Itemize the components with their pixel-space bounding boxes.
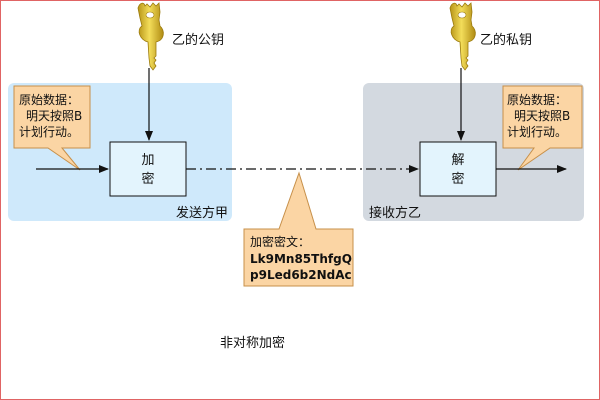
sender-note-line-3: 计划行动。 xyxy=(19,125,79,139)
receiver-region-label: 接收方乙 xyxy=(369,205,421,221)
ciphertext-line-2: p9Led6b2NdAc xyxy=(250,268,352,282)
sender-note-callout xyxy=(13,85,91,171)
ciphertext-line-1: Lk9Mn85ThfgQ xyxy=(250,252,352,266)
sender-note-line-2-text: 明天按照B xyxy=(26,109,82,123)
encrypt-box-label-1: 加 xyxy=(141,153,154,168)
ciphertext-callout xyxy=(243,171,354,287)
encrypt-box-label-2: 密 xyxy=(141,171,154,187)
sender-note-line-2: 明天按照B xyxy=(26,109,82,123)
ciphertext-title: 加密密文： xyxy=(250,234,310,249)
sender-note-line-1: 原始数据： xyxy=(19,92,79,107)
public-key-label: 乙的公钥 xyxy=(172,32,224,48)
receiver-note-callout xyxy=(502,85,583,171)
public-key-icon xyxy=(137,2,164,71)
diagram-caption: 非对称加密 xyxy=(220,335,285,351)
private-key-icon xyxy=(449,2,476,71)
decrypt-box-label-2: 密 xyxy=(451,171,464,187)
encrypt-box xyxy=(109,141,187,197)
decrypt-box xyxy=(419,141,497,197)
sender-region-label: 发送方甲 xyxy=(176,205,228,221)
receiver-note-line-1: 原始数据： xyxy=(507,92,567,107)
receiver-note-line-2: 明天按照B xyxy=(514,109,570,123)
receiver-note-line-3: 计划行动。 xyxy=(507,125,567,139)
private-key-label: 乙的私钥 xyxy=(480,32,532,48)
decrypt-box-label-1: 解 xyxy=(451,153,464,168)
